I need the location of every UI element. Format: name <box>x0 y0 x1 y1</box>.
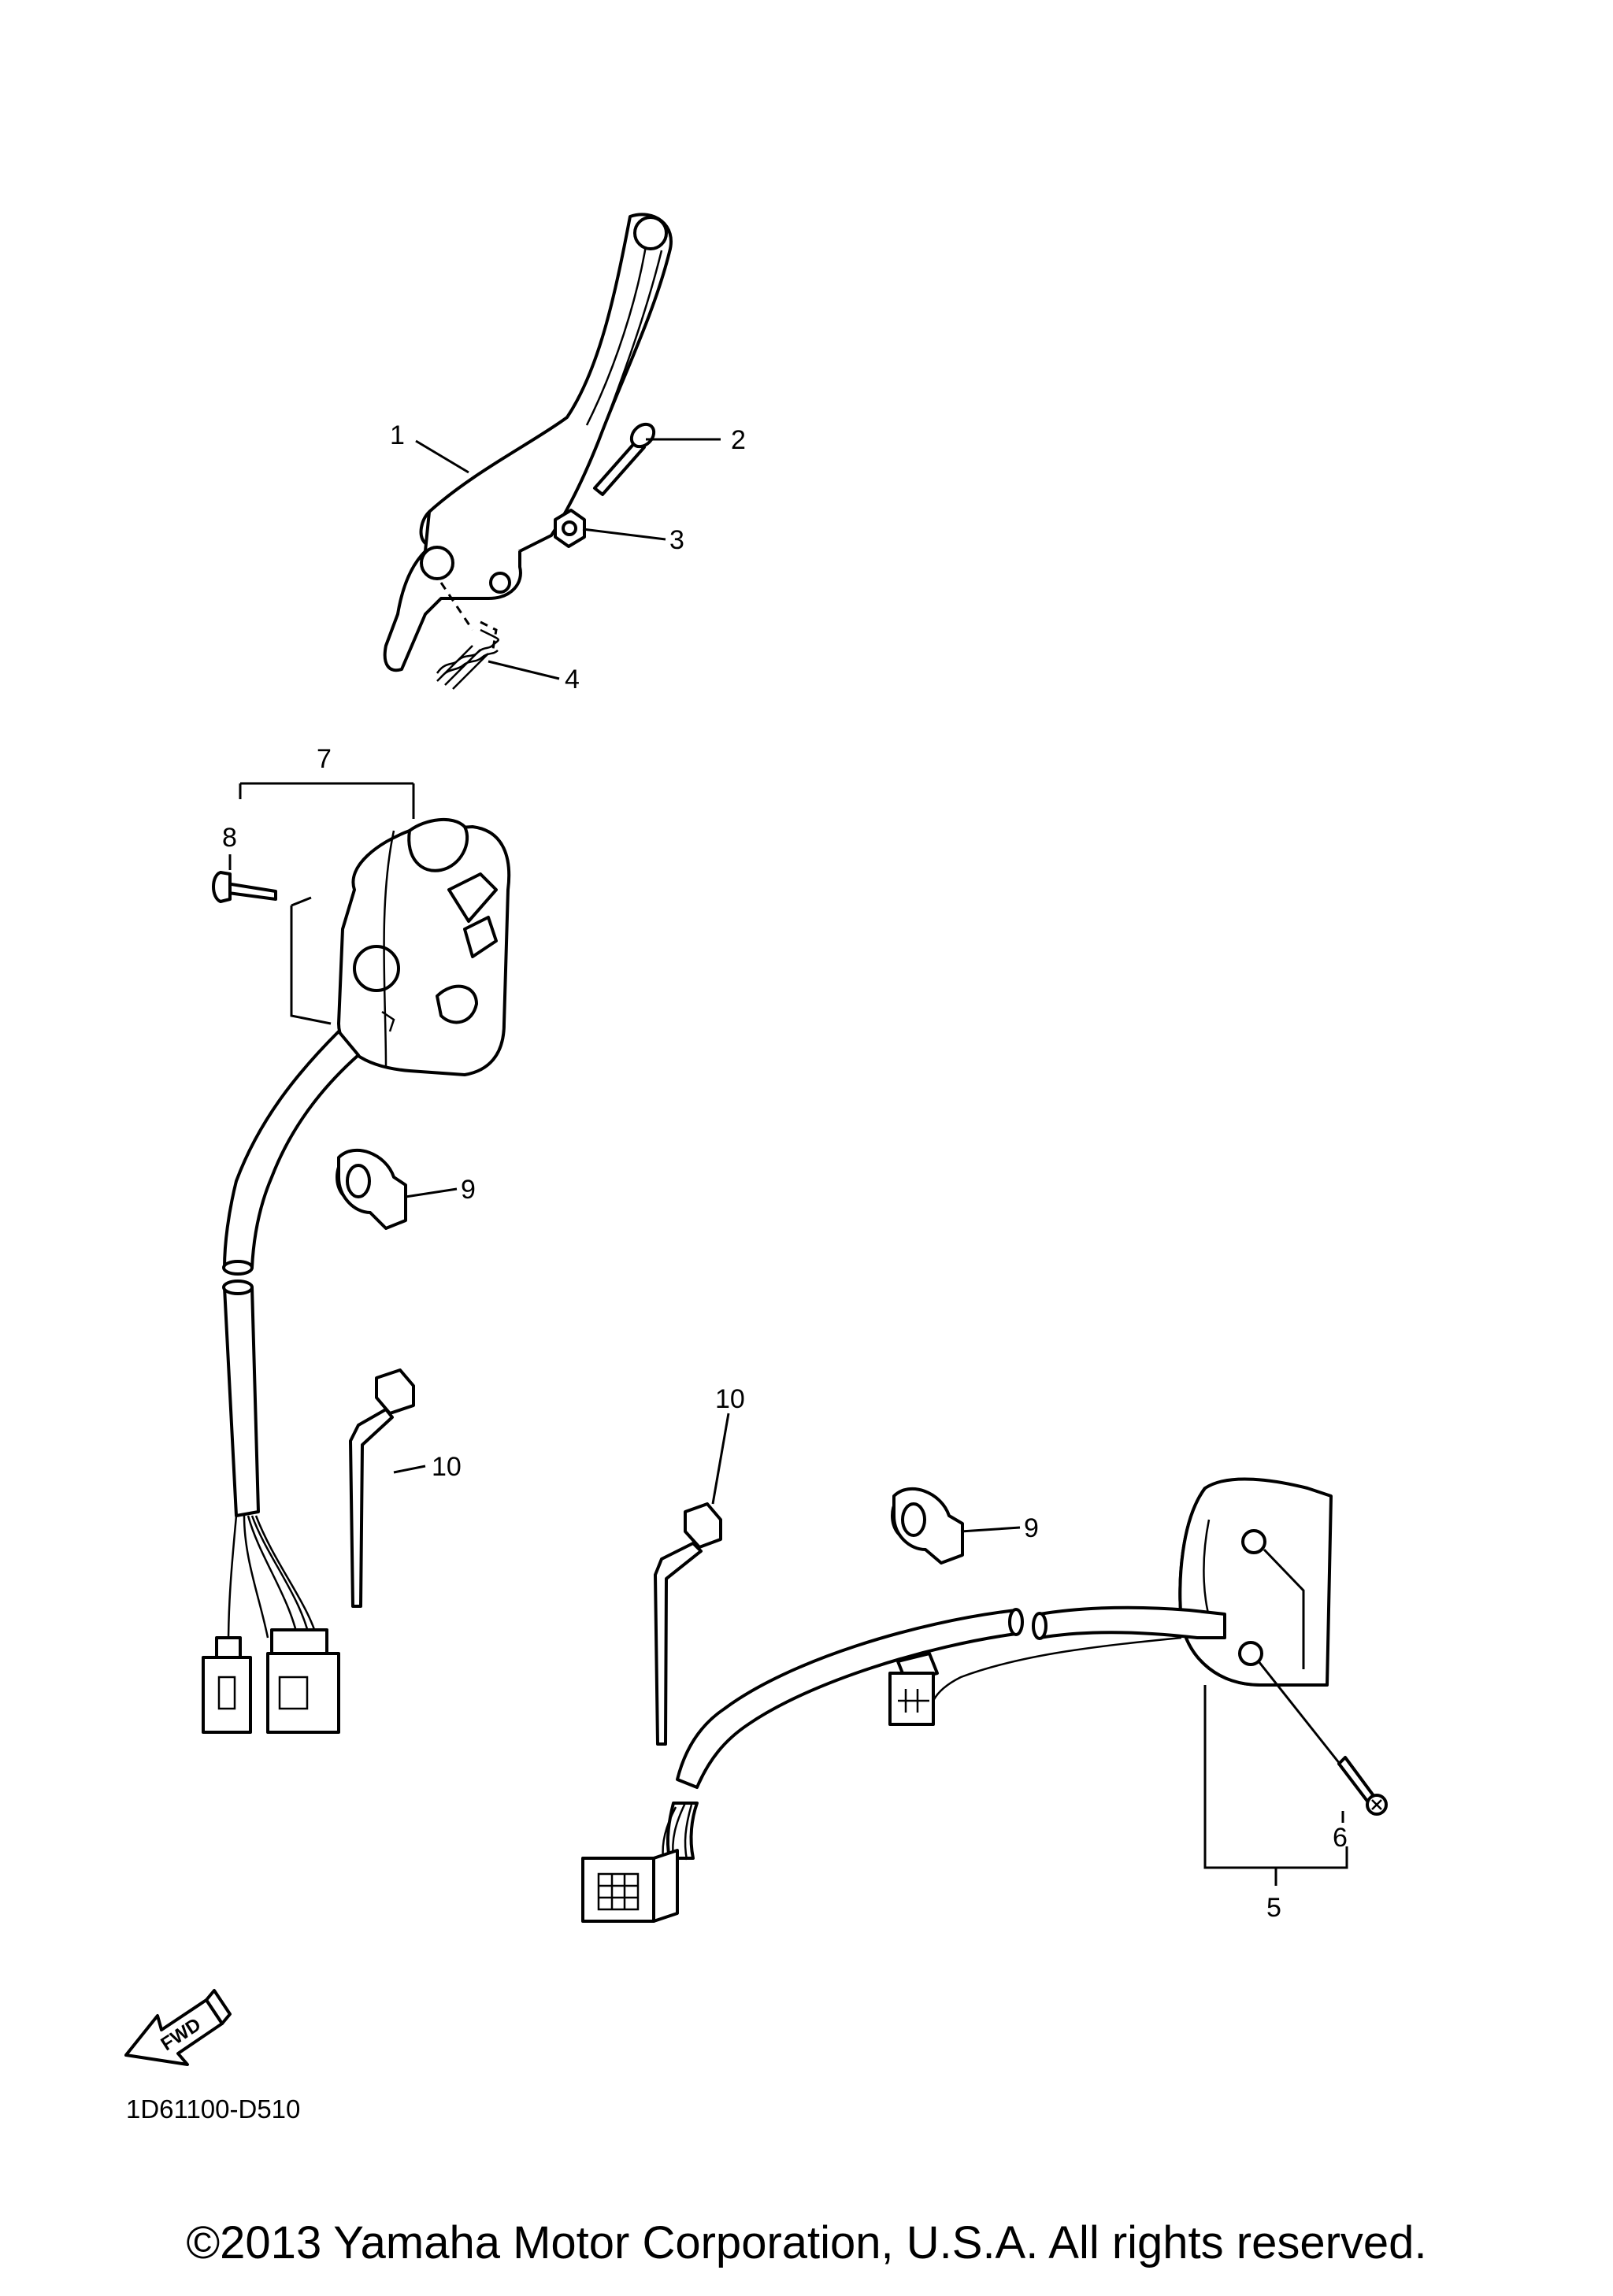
clutch-lever <box>383 213 673 672</box>
callout-2: 2 <box>731 425 746 455</box>
lever-nut <box>554 509 586 548</box>
cable-tie-left <box>349 1368 415 1608</box>
switch-screw <box>212 871 277 903</box>
callout-9-left: 9 <box>461 1175 476 1205</box>
right-switch-cable <box>202 1030 360 1734</box>
handlebar-switch-left <box>1178 1477 1333 1687</box>
callout-8: 8 <box>222 823 237 853</box>
callout-labels: 1 2 3 4 5 6 7 8 9 9 10 10 <box>222 420 1348 1923</box>
callout-1: 1 <box>390 420 405 450</box>
switch-screw-left <box>1337 1756 1388 1816</box>
callout-3: 3 <box>669 525 684 555</box>
cable-clamp-right <box>891 1487 964 1565</box>
callout-10-left: 10 <box>432 1452 462 1482</box>
lever-spring <box>436 628 499 690</box>
copyright-notice: ©2013 Yamaha Motor Corporation, U.S.A. A… <box>186 2217 1427 2268</box>
callout-6: 6 <box>1333 1823 1348 1853</box>
handlebar-switch-right <box>337 817 511 1076</box>
lever-bolt <box>593 422 656 496</box>
callout-10-right: 10 <box>715 1384 745 1414</box>
callout-4: 4 <box>565 665 580 694</box>
left-switch-cable <box>581 1605 1226 1923</box>
diagram-code: 1D61100-D510 <box>126 2094 300 2124</box>
callout-7: 7 <box>317 744 332 774</box>
cable-tie-right <box>654 1502 722 1746</box>
forward-arrow-icon: FWD <box>124 1989 232 2066</box>
callout-9-right: 9 <box>1024 1513 1039 1543</box>
callout-5: 5 <box>1266 1893 1281 1923</box>
cable-clamp-left <box>336 1149 407 1230</box>
leader-lines <box>228 438 1344 1823</box>
